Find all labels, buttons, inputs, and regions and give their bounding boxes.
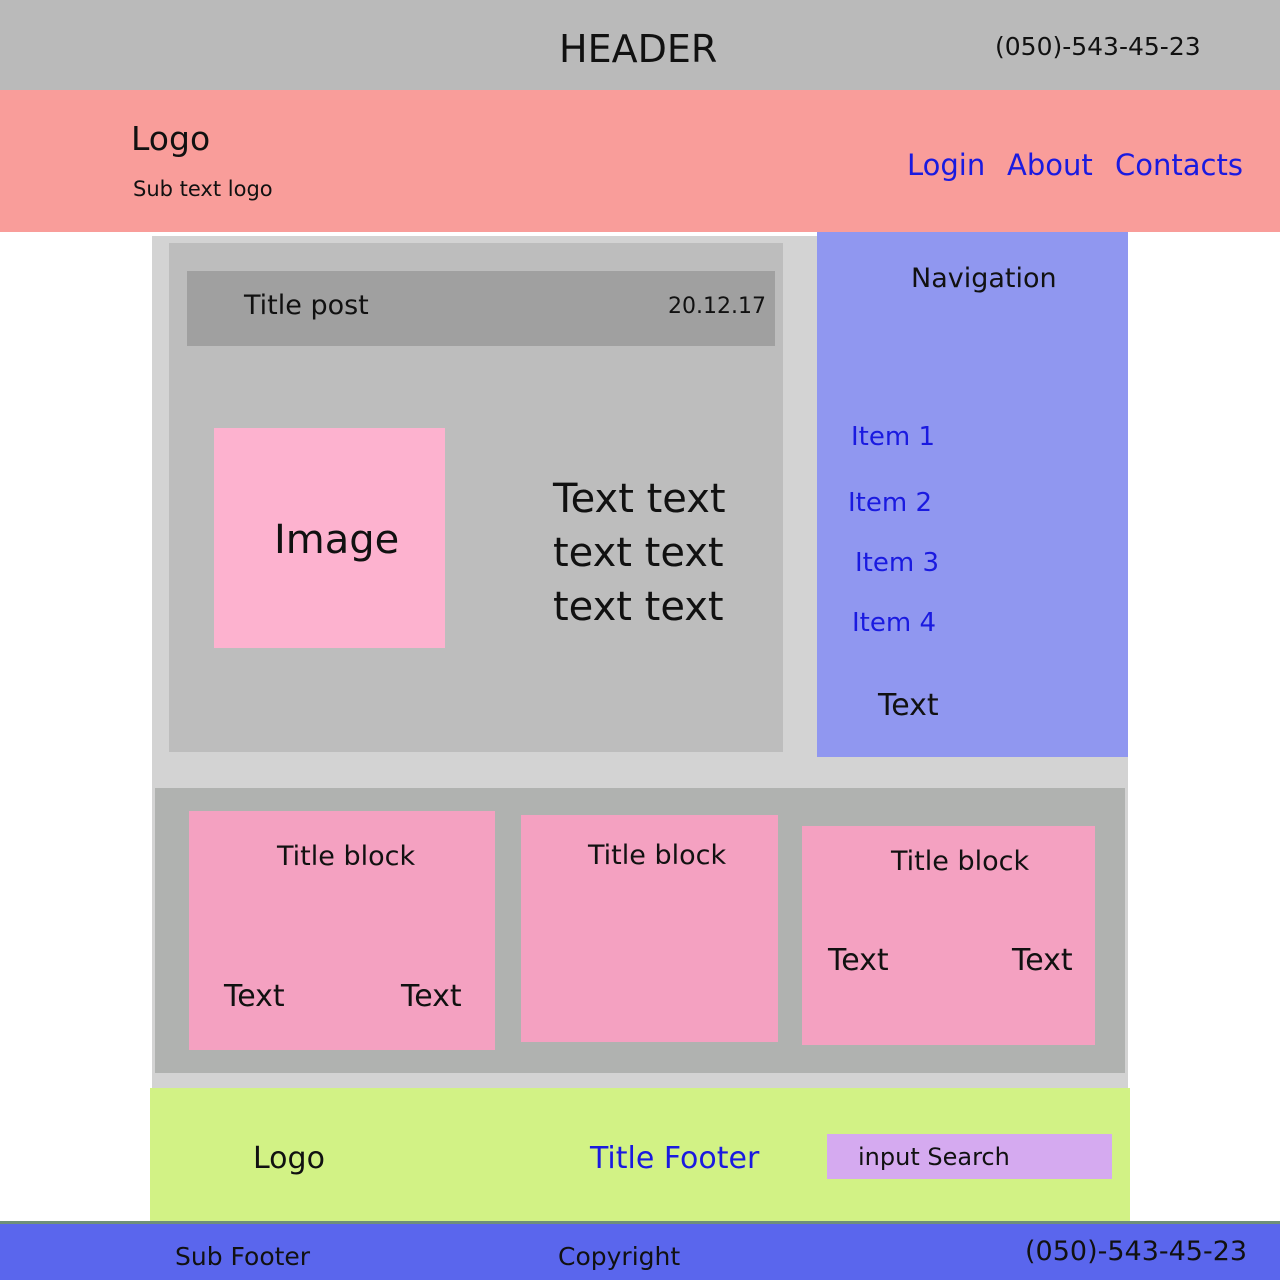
navigation-item-2[interactable]: Item 2 [848, 488, 932, 518]
block-1-title: Title block [277, 841, 416, 872]
sub-footer-label: Sub Footer [175, 1242, 311, 1271]
footer-logo[interactable]: Logo [253, 1141, 325, 1176]
nav-link-contacts[interactable]: Contacts [1115, 148, 1243, 182]
post-image-placeholder [214, 428, 445, 648]
navigation-item-4[interactable]: Item 4 [852, 608, 936, 638]
footer-title[interactable]: Title Footer [590, 1141, 760, 1176]
brand-sub-text: Sub text logo [133, 177, 273, 201]
post-body-text: Text text text text text text [553, 476, 726, 630]
content-block-1 [189, 811, 495, 1050]
navigation-text: Text [878, 688, 939, 723]
post-date: 20.12.17 [668, 294, 766, 319]
block-3-text-right: Text [1012, 943, 1073, 978]
content-block-3 [802, 826, 1095, 1045]
brand-logo[interactable]: Logo [131, 119, 211, 158]
block-3-title: Title block [891, 846, 1030, 877]
block-1-text-left: Text [224, 979, 285, 1014]
block-3-text-left: Text [828, 943, 889, 978]
block-2-title: Title block [588, 840, 727, 871]
sub-footer [0, 1224, 1280, 1280]
content-block-2 [521, 815, 778, 1042]
post-image-label: Image [274, 517, 400, 563]
search-input[interactable] [827, 1134, 1112, 1179]
nav-link-login[interactable]: Login [907, 148, 986, 182]
copyright-text: Copyright [558, 1242, 681, 1271]
top-header [0, 0, 1280, 90]
block-1-text-right: Text [401, 979, 462, 1014]
post-title-bar [187, 271, 775, 346]
post-title[interactable]: Title post [244, 290, 369, 321]
header-phone: (050)-543-45-23 [995, 32, 1201, 61]
header-title: HEADER [559, 27, 718, 71]
navigation-panel [817, 232, 1128, 757]
sub-footer-phone: (050)-543-45-23 [1025, 1236, 1248, 1267]
navigation-title: Navigation [911, 263, 1057, 294]
navigation-item-3[interactable]: Item 3 [855, 548, 939, 578]
brand-bar [0, 90, 1280, 232]
navigation-item-1[interactable]: Item 1 [851, 422, 935, 452]
footer-divider [0, 1221, 1280, 1224]
nav-link-about[interactable]: About [1007, 148, 1093, 182]
